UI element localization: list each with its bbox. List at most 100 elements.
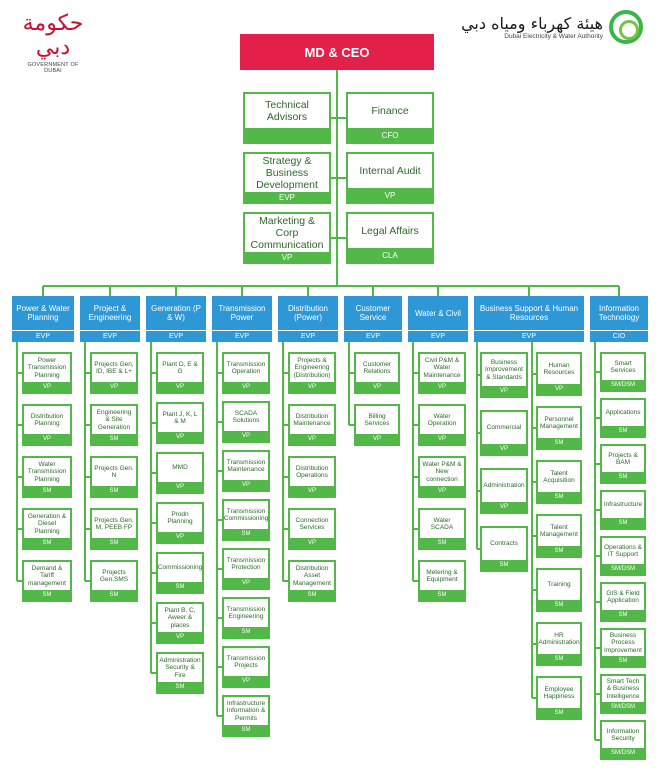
unit-name: Customer Relations xyxy=(362,360,392,376)
sub-unit-projects-gen-id-ibe-l[interactable]: Projects Gen, ID, IBE & L+ VP xyxy=(90,352,138,394)
unit-name: Infrastructure Information & Permits xyxy=(226,699,266,722)
unit-name: Projects Gen, ID, IBE & L+ xyxy=(94,360,134,376)
unit-grade-badge: SM xyxy=(224,627,268,637)
unit-grade-badge: SM xyxy=(420,590,464,600)
unit-grade-badge: VP xyxy=(482,502,526,512)
division-grade-badge: EVP xyxy=(212,330,272,342)
division-name: Customer Service xyxy=(355,304,391,322)
ceo-box[interactable]: MD & CEO xyxy=(240,34,434,70)
unit-name: Distribution Operations xyxy=(295,464,329,480)
unit-grade-badge: SM xyxy=(602,610,644,620)
unit-name: Connection Services xyxy=(295,516,329,532)
unit-grade-badge: SM xyxy=(24,538,70,548)
unit-grade-badge: VP xyxy=(224,676,268,686)
unit-grade-badge: VP xyxy=(290,434,334,444)
unit-name: Projects Gen. M, PEEB FP xyxy=(94,516,134,532)
unit-name: Administration Security & Fire xyxy=(159,656,201,679)
unit-grade-badge: VP xyxy=(92,382,136,392)
division-generation-p-w[interactable]: Generation (P & W)EVP xyxy=(146,296,206,342)
unit-name: Water P&M & New connection xyxy=(422,460,462,483)
division-name: Distribution (Power) xyxy=(287,304,328,322)
unit-name: Civil P&M & Water Maintenance xyxy=(423,356,461,379)
division-distribution-power[interactable]: Distribution (Power)EVP xyxy=(278,296,338,342)
top-unit-technical-advisors[interactable]: Technical Advisors xyxy=(243,92,331,144)
unit-grade-badge: SM xyxy=(92,590,136,600)
unit-name: Demand & Tariff management xyxy=(28,564,66,587)
unit-grade-badge: SM xyxy=(224,725,268,735)
division-name: Project & Engineering xyxy=(88,304,132,322)
unit-name: MMD xyxy=(172,464,188,472)
sub-unit-projects-engineering-distribution[interactable]: Projects & Engineering (Distribution)VP xyxy=(288,352,336,394)
unit-grade-badge: VP xyxy=(224,480,268,490)
